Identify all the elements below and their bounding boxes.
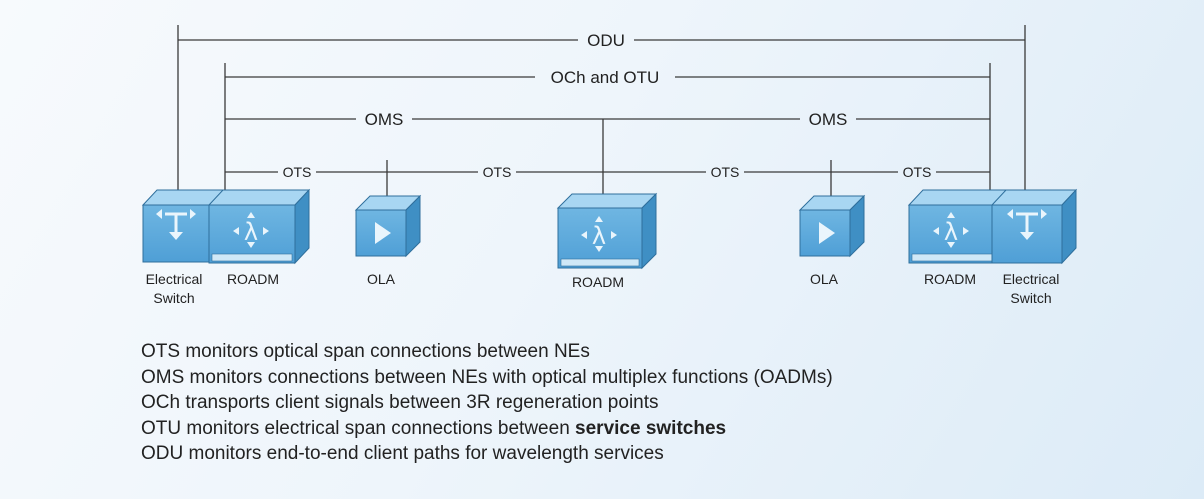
switch-left-label-line2: Switch <box>153 290 194 306</box>
ots-label-1: OTS <box>283 164 312 180</box>
roadm-center: λ ROADM <box>556 192 658 290</box>
roadm-right: λ ROADM <box>907 189 1011 287</box>
wavelength-icon: λ <box>233 212 269 248</box>
note-och: OCh transports client signals between 3R… <box>141 392 659 413</box>
amplifier-icon <box>819 222 835 244</box>
ola-right: OLA <box>798 194 866 287</box>
oms-right-label: OMS <box>809 110 848 129</box>
switch-icon <box>156 209 196 240</box>
note-otu: OTU monitors electrical span connections… <box>141 417 727 439</box>
roadm-center-label: ROADM <box>572 274 624 290</box>
ola-right-label: OLA <box>810 271 839 287</box>
oms-left-label: OMS <box>365 110 404 129</box>
ola-left-label: OLA <box>367 271 396 287</box>
layer-descriptions: OTS monitors optical span connections be… <box>141 339 833 467</box>
ots-label-3: OTS <box>711 164 740 180</box>
och-otu-label: OCh and OTU <box>551 68 660 87</box>
odu-line: ODU <box>177 25 1026 190</box>
wavelength-icon: λ <box>933 212 969 248</box>
switch-icon <box>1007 209 1047 240</box>
switch-right-label-line2: Switch <box>1010 290 1051 306</box>
och-otu-line: OCh and OTU <box>224 63 991 190</box>
note-odu: ODU monitors end-to-end client paths for… <box>141 443 664 464</box>
note-ots: OTS monitors optical span connections be… <box>141 341 590 362</box>
note-otu-emphasis: service switches <box>575 417 727 439</box>
amplifier-icon <box>375 222 391 244</box>
svg-text:λ: λ <box>944 218 958 246</box>
svg-text:λ: λ <box>592 222 606 250</box>
switch-left-label-line1: Electrical <box>146 271 203 287</box>
ots-line: OTS OTS OTS OTS <box>225 160 990 196</box>
ola-left: OLA <box>354 194 422 287</box>
switch-right-label-line1: Electrical <box>1003 271 1060 287</box>
odu-label: ODU <box>587 31 625 50</box>
network-layer-diagram: ODU OCh and OTU OMS OMS OTS OTS OTS OTS <box>141 25 1078 306</box>
roadm-left: λ ROADM <box>207 188 311 287</box>
roadm-right-label: ROADM <box>924 271 976 287</box>
note-oms: OMS monitors connections between NEs wit… <box>141 366 833 388</box>
ots-label-4: OTS <box>903 164 932 180</box>
roadm-left-label: ROADM <box>227 271 279 287</box>
oms-line: OMS OMS <box>225 110 990 194</box>
ots-label-2: OTS <box>483 164 512 180</box>
svg-text:λ: λ <box>244 218 258 246</box>
electrical-switch-right: Electrical Switch <box>990 188 1078 306</box>
wavelength-icon: λ <box>581 216 617 252</box>
